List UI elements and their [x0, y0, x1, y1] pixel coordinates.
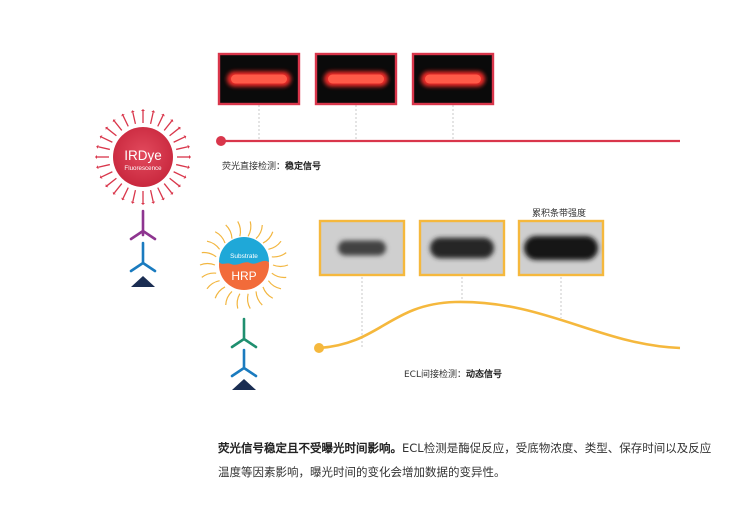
ecl-band-3 — [517, 219, 605, 318]
irdye-rays — [95, 109, 191, 205]
fluorescence-label: 荧光直接检测：稳定信号 — [222, 159, 321, 172]
hrp-label: HRP — [231, 269, 256, 283]
irdye-subtitle: Fluorescence — [124, 165, 162, 172]
fluorescence-band-2 — [314, 52, 398, 141]
hrp-emblem: Substrate HRP — [199, 221, 289, 309]
caption-bold: 荧光信号稳定且不受曝光时间影响。 — [218, 441, 402, 455]
irdye-circle — [113, 127, 173, 187]
fluorescent-antibody-icon — [129, 209, 157, 287]
figure-caption: 荧光信号稳定且不受曝光时间影响。ECL检测是酶促反应，受底物浓度、类型、保存时间… — [218, 436, 718, 484]
fluorescence-line-start-dot — [216, 136, 226, 146]
ecl-label-prefix: ECL间接检测： — [404, 370, 466, 380]
fluorescence-band-row — [217, 52, 495, 141]
accumulated-band-intensity-text: 累积条带强度 — [532, 209, 587, 219]
ecl-band-row — [318, 219, 605, 347]
ecl-band-1 — [318, 219, 406, 347]
caption-text: ECL检测是酶促反应，受底物浓度、类型、保存时间以及反应温度等因素影响，曝光时间… — [218, 441, 712, 479]
primary-antibody-icon — [230, 317, 258, 349]
secondary-antibody-icon — [230, 348, 258, 378]
ecl-label: ECL间接检测：动态信号 — [404, 367, 502, 380]
fluorescence-band-1 — [217, 52, 301, 141]
fluorescence-label-prefix: 荧光直接检测： — [222, 162, 286, 172]
irdye-title: IRDye — [124, 148, 162, 163]
accumulated-band-intensity-label: 累积条带强度 — [532, 206, 586, 219]
substrate-label: Substrate — [230, 253, 258, 260]
irdye-emblem: IRDye Fluorescence — [95, 109, 191, 205]
fluorescence-label-bold: 稳定信号 — [285, 162, 322, 172]
primary-antibody-icon — [129, 209, 157, 241]
antigen-icon — [131, 276, 155, 287]
ecl-line-start-dot — [314, 343, 324, 353]
substrate-cap — [219, 237, 269, 265]
ecl-band-2 — [418, 219, 506, 302]
secondary-antibody-icon — [129, 241, 157, 273]
hrp-rays — [199, 221, 289, 309]
fluorescence-band-3 — [411, 52, 495, 141]
hrp-antibody-icon — [230, 317, 258, 390]
ecl-signal-curve — [318, 300, 681, 350]
antigen-icon — [232, 379, 256, 390]
ecl-label-bold: 动态信号 — [466, 370, 503, 380]
